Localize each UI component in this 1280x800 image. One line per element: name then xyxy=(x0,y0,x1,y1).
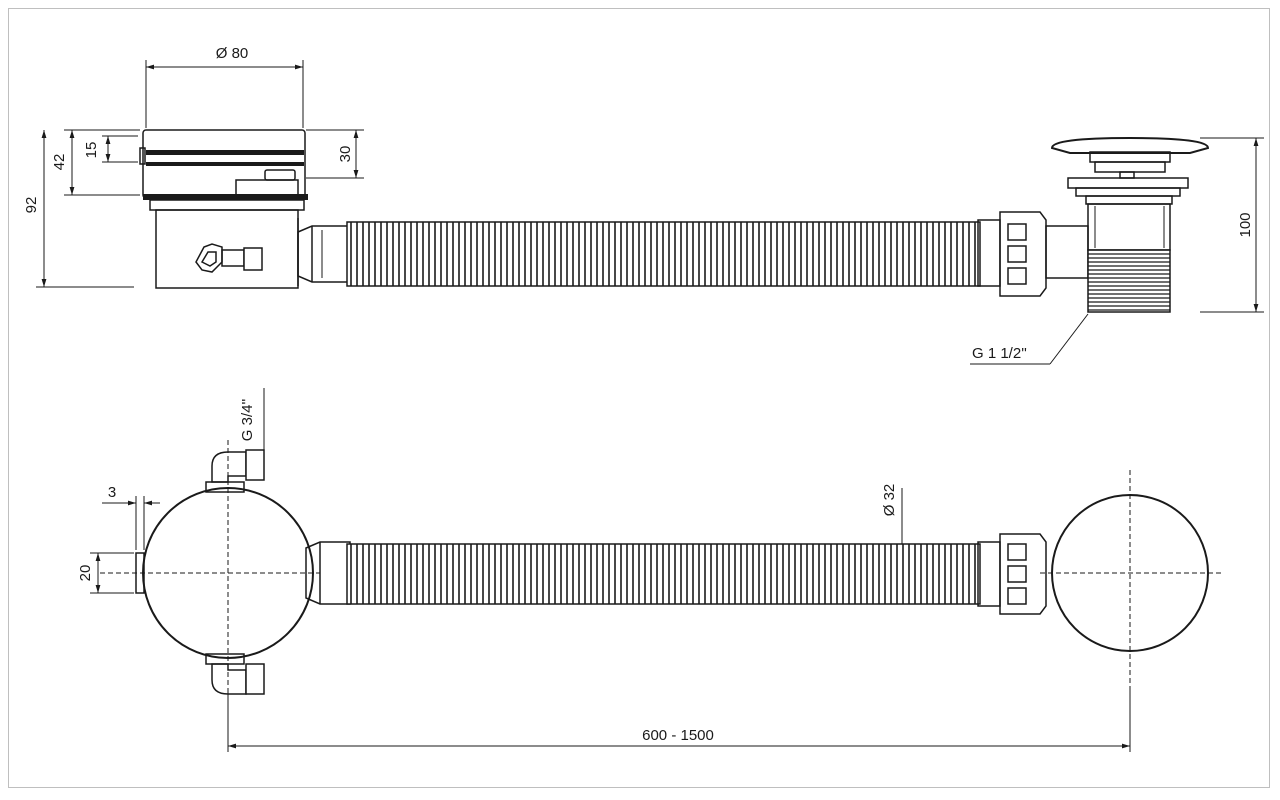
dim-length: 600 - 1500 xyxy=(227,690,1131,752)
dim-30-label: 30 xyxy=(337,146,354,163)
dim-top-diameter-label: Ø 80 xyxy=(216,45,249,62)
hose-diameter-label: Ø 32 xyxy=(881,484,898,517)
dim-42-label: 42 xyxy=(51,154,68,171)
dim-100: 100 xyxy=(1200,137,1264,313)
dim-20: 20 xyxy=(77,552,134,594)
side-view: Ø 80 15 42 92 30 xyxy=(23,45,1264,365)
leader-waste-thread: G 1 1/2'' xyxy=(970,313,1089,365)
dim-inlet-thread: G 3/4'' xyxy=(239,388,265,450)
hose-nut-side xyxy=(977,211,1089,297)
dim-20-label: 20 xyxy=(77,565,94,582)
plan-view: G 3/4'' 3 20 Ø 32 600 - 1500 xyxy=(77,388,1222,752)
dim-3-label: 3 xyxy=(108,484,116,501)
dim-hose-diameter: Ø 32 xyxy=(881,484,903,544)
corrugated-hose-side xyxy=(346,221,981,287)
overflow-head xyxy=(139,129,308,211)
overflow-spigot xyxy=(297,225,351,283)
dim-3: 3 xyxy=(102,484,160,550)
dim-92: 92 xyxy=(23,130,134,288)
inlet-thread-label: G 3/4'' xyxy=(239,399,256,442)
dim-15-label: 15 xyxy=(83,142,100,159)
dim-30: 30 xyxy=(306,129,364,179)
dim-length-label: 600 - 1500 xyxy=(642,727,714,744)
overflow-body xyxy=(155,209,299,289)
overflow-plan xyxy=(135,449,351,695)
waste-valve xyxy=(1050,136,1210,313)
dim-top-diameter: Ø 80 xyxy=(145,45,304,128)
dim-92-label: 92 xyxy=(23,197,40,214)
hose-nut-plan xyxy=(977,533,1060,615)
waste-thread-label: G 1 1/2'' xyxy=(972,345,1027,362)
waste-plan-circle xyxy=(1051,494,1209,652)
dim-100-label: 100 xyxy=(1237,212,1254,237)
dim-15: 15 xyxy=(83,135,138,163)
corrugated-hose-plan xyxy=(346,543,981,605)
dim-42: 42 xyxy=(51,129,140,196)
drawing-frame xyxy=(8,8,1270,788)
